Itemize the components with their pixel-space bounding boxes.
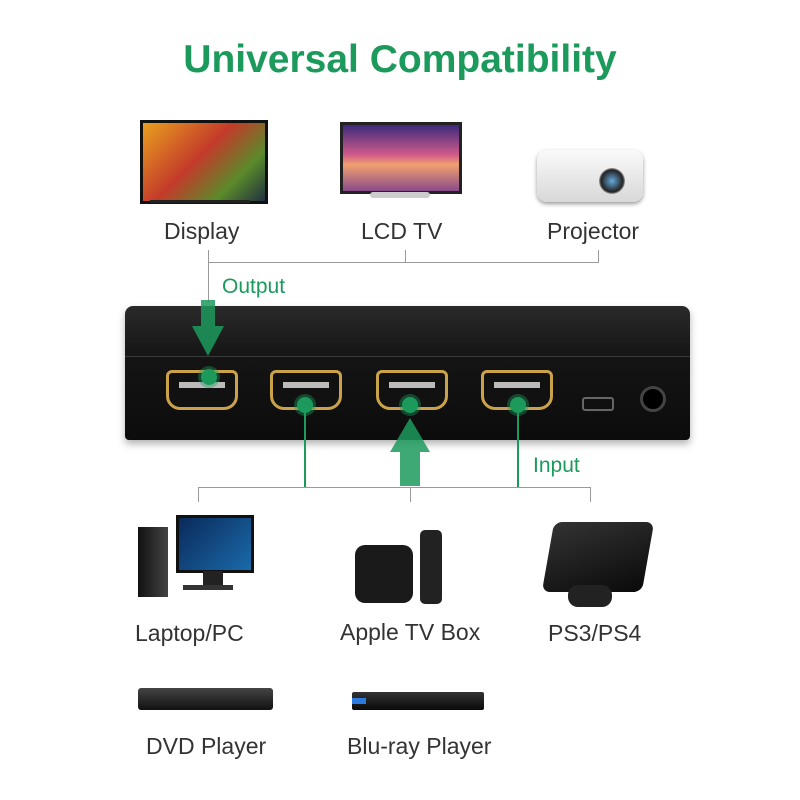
output-label-display: Display	[164, 218, 240, 244]
connector-line	[405, 250, 406, 263]
pc-monitor	[176, 515, 254, 573]
output-label-projector: Projector	[547, 218, 640, 244]
micro-usb-port	[582, 397, 614, 411]
output-label: Output	[222, 275, 286, 298]
input-arrow-icon	[390, 418, 430, 486]
pc-icon	[138, 515, 254, 600]
projector-lens	[599, 168, 625, 194]
input-dot	[510, 397, 526, 413]
dvd-player-icon	[138, 688, 273, 710]
connector-line	[198, 487, 199, 502]
input-line	[517, 410, 519, 488]
input-label-dvd-player: DVD Player	[146, 733, 267, 759]
output-dot	[201, 369, 217, 385]
bluray-indicator	[352, 698, 366, 704]
connector-line	[410, 487, 411, 502]
device-edge	[125, 356, 690, 357]
controller-icon	[568, 585, 612, 607]
apple-tv-icon	[355, 545, 413, 603]
pc-monitor-neck	[203, 571, 223, 585]
input-dot	[297, 397, 313, 413]
page-title: Universal Compatibility	[183, 38, 617, 81]
input-dot	[402, 397, 418, 413]
ir-port	[640, 386, 666, 412]
connector-line	[598, 250, 599, 263]
connector-line	[198, 487, 590, 488]
pc-keyboard	[183, 585, 233, 590]
lcd-tv-icon	[340, 122, 462, 194]
input-label: Input	[533, 454, 580, 477]
console-icon	[541, 522, 655, 592]
bluray-player-icon	[352, 692, 484, 710]
display-icon	[140, 120, 268, 204]
connector-line	[208, 262, 599, 263]
connector-line	[208, 250, 209, 302]
tv-stand	[370, 192, 430, 198]
connector-line	[590, 487, 591, 502]
output-label-lcd-tv: LCD TV	[361, 218, 443, 244]
output-arrow-icon	[192, 300, 224, 360]
pc-tower	[138, 527, 168, 597]
input-label-laptop-pc: Laptop/PC	[135, 620, 244, 646]
input-label-apple-tv: Apple TV Box	[340, 619, 481, 645]
display-stand	[150, 200, 250, 203]
input-label-bluray-player: Blu-ray Player	[347, 733, 492, 759]
apple-tv-remote-icon	[420, 530, 442, 604]
projector-icon	[537, 150, 643, 202]
input-label-ps3-ps4: PS3/PS4	[548, 620, 642, 646]
input-line	[304, 410, 306, 488]
